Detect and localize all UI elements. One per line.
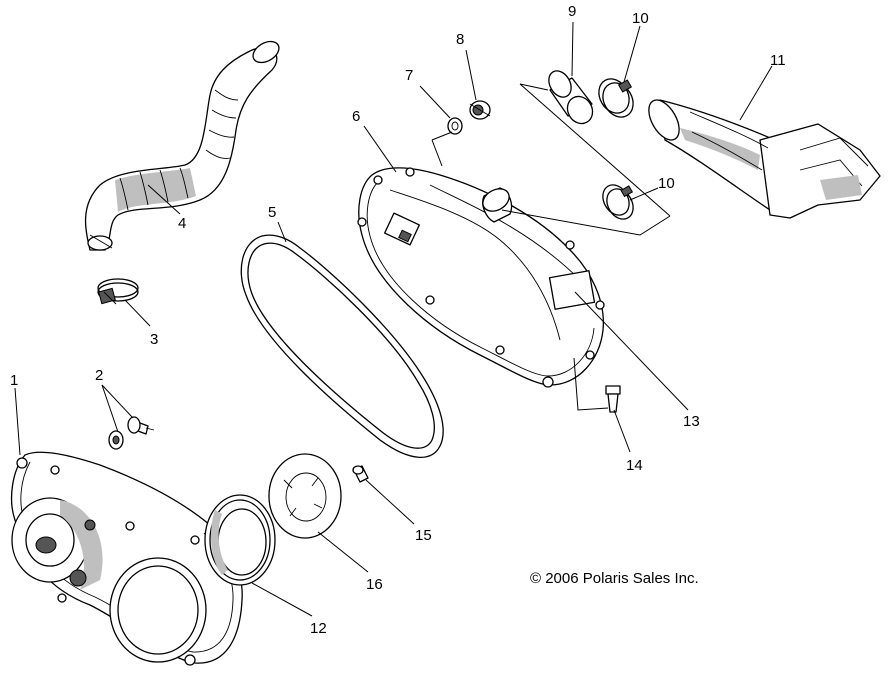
leader-8 [465, 49, 477, 101]
leader-2a [101, 384, 119, 433]
callout-5: 5 [268, 204, 276, 221]
callout-8: 8 [456, 31, 464, 48]
callout-9: 9 [568, 3, 576, 20]
callout-10-top: 10 [632, 10, 649, 27]
callout-2: 2 [95, 367, 103, 384]
part-9-coupler [548, 70, 594, 125]
part-14-bolt [605, 385, 621, 413]
copyright-text: © 2006 Polaris Sales Inc. [530, 570, 699, 587]
callout-12: 12 [310, 620, 327, 637]
leader-13 [574, 291, 689, 411]
leader-2b [101, 384, 134, 419]
bracket-9-10 [501, 83, 671, 236]
leader-lines [14, 21, 773, 617]
callout-15: 15 [415, 527, 432, 544]
callout-11: 11 [770, 52, 786, 69]
part-11-duct [648, 99, 881, 219]
leader-3 [124, 299, 151, 327]
leader-10-top [623, 25, 641, 83]
callout-3: 3 [150, 331, 158, 348]
callout-4: 4 [178, 215, 186, 232]
bracket-6-7 [431, 131, 453, 167]
callout-10-lower: 10 [658, 175, 675, 192]
callout-16: 16 [366, 576, 383, 593]
leader-11 [739, 65, 773, 121]
part-1-inner-cover [10, 451, 243, 666]
part-7-washer [447, 117, 463, 135]
part-10-clamp-top [598, 78, 634, 118]
callout-6: 6 [352, 108, 360, 125]
leader-4 [147, 184, 181, 215]
leader-10-lower [629, 187, 659, 201]
leader-14 [613, 409, 631, 453]
part-2-bolts [108, 416, 155, 450]
callout-labels: 1 2 3 4 5 6 7 8 9 10 10 11 12 13 14 15 1… [10, 3, 786, 637]
leader-7 [419, 85, 451, 119]
leader-5 [277, 221, 287, 243]
part-15-screw [352, 465, 369, 483]
leader-16 [317, 531, 369, 573]
callout-1: 1 [10, 372, 18, 389]
callout-7: 7 [405, 67, 413, 84]
part-4-intake-duct [84, 40, 280, 251]
part-3-clamp [97, 278, 139, 305]
callout-14: 14 [626, 457, 643, 474]
part-5-drive-belt [240, 234, 444, 458]
bracket-14 [573, 357, 609, 411]
leader-15 [365, 479, 415, 525]
part-10-clamp-lower [602, 184, 634, 220]
part-12-seal [204, 494, 276, 586]
leader-6 [363, 125, 397, 173]
leader-9 [571, 21, 574, 77]
leader-12 [251, 582, 313, 617]
part-6-outer-cover [357, 167, 605, 388]
callout-13: 13 [683, 413, 700, 430]
leader-1 [14, 387, 21, 456]
part-16-plate [268, 453, 342, 539]
part-8-grommet [469, 100, 491, 120]
